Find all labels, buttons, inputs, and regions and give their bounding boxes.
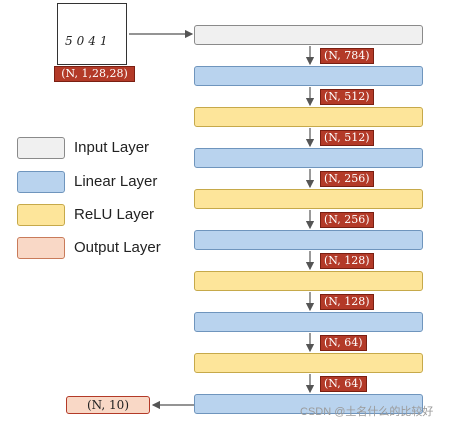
watermark: CSDN @土名什么的比较好 — [300, 406, 434, 418]
legend-label-relu: ReLU Layer — [74, 206, 155, 223]
shape-tag: (N, 64) — [320, 376, 367, 392]
input-shape-tag: (N, 1,28,28) — [54, 66, 135, 82]
legend-swatch-linear — [17, 171, 65, 193]
relu-layer-bar — [194, 353, 423, 373]
shape-tag: (N, 256) — [320, 171, 374, 187]
input-layer-bar — [194, 25, 423, 45]
shape-tag: (N, 784) — [320, 48, 374, 64]
shape-tag: (N, 64) — [320, 335, 367, 351]
linear-layer-bar — [194, 148, 423, 168]
mnist-digits-image: 5041 9213 1435 3617 — [57, 3, 127, 65]
relu-layer-bar — [194, 107, 423, 127]
legend-label-input: Input Layer — [74, 139, 150, 156]
shape-tag: (N, 512) — [320, 130, 374, 146]
legend-swatch-output — [17, 237, 65, 259]
linear-layer-bar — [194, 66, 423, 86]
legend-label-linear: Linear Layer — [74, 173, 158, 190]
linear-layer-bar — [194, 312, 423, 332]
shape-tag: (N, 128) — [320, 253, 374, 269]
output-shape-tag: (N, 10) — [66, 396, 150, 414]
legend-swatch-relu — [17, 204, 65, 226]
relu-layer-bar — [194, 271, 423, 291]
linear-layer-bar — [194, 394, 423, 414]
shape-tag: (N, 256) — [320, 212, 374, 228]
shape-tag: (N, 128) — [320, 294, 374, 310]
legend-swatch-input — [17, 137, 65, 159]
linear-layer-bar — [194, 230, 423, 250]
legend-label-output: Output Layer — [74, 239, 161, 256]
digit-row: 5041 — [65, 34, 112, 48]
relu-layer-bar — [194, 189, 423, 209]
shape-tag: (N, 512) — [320, 89, 374, 105]
